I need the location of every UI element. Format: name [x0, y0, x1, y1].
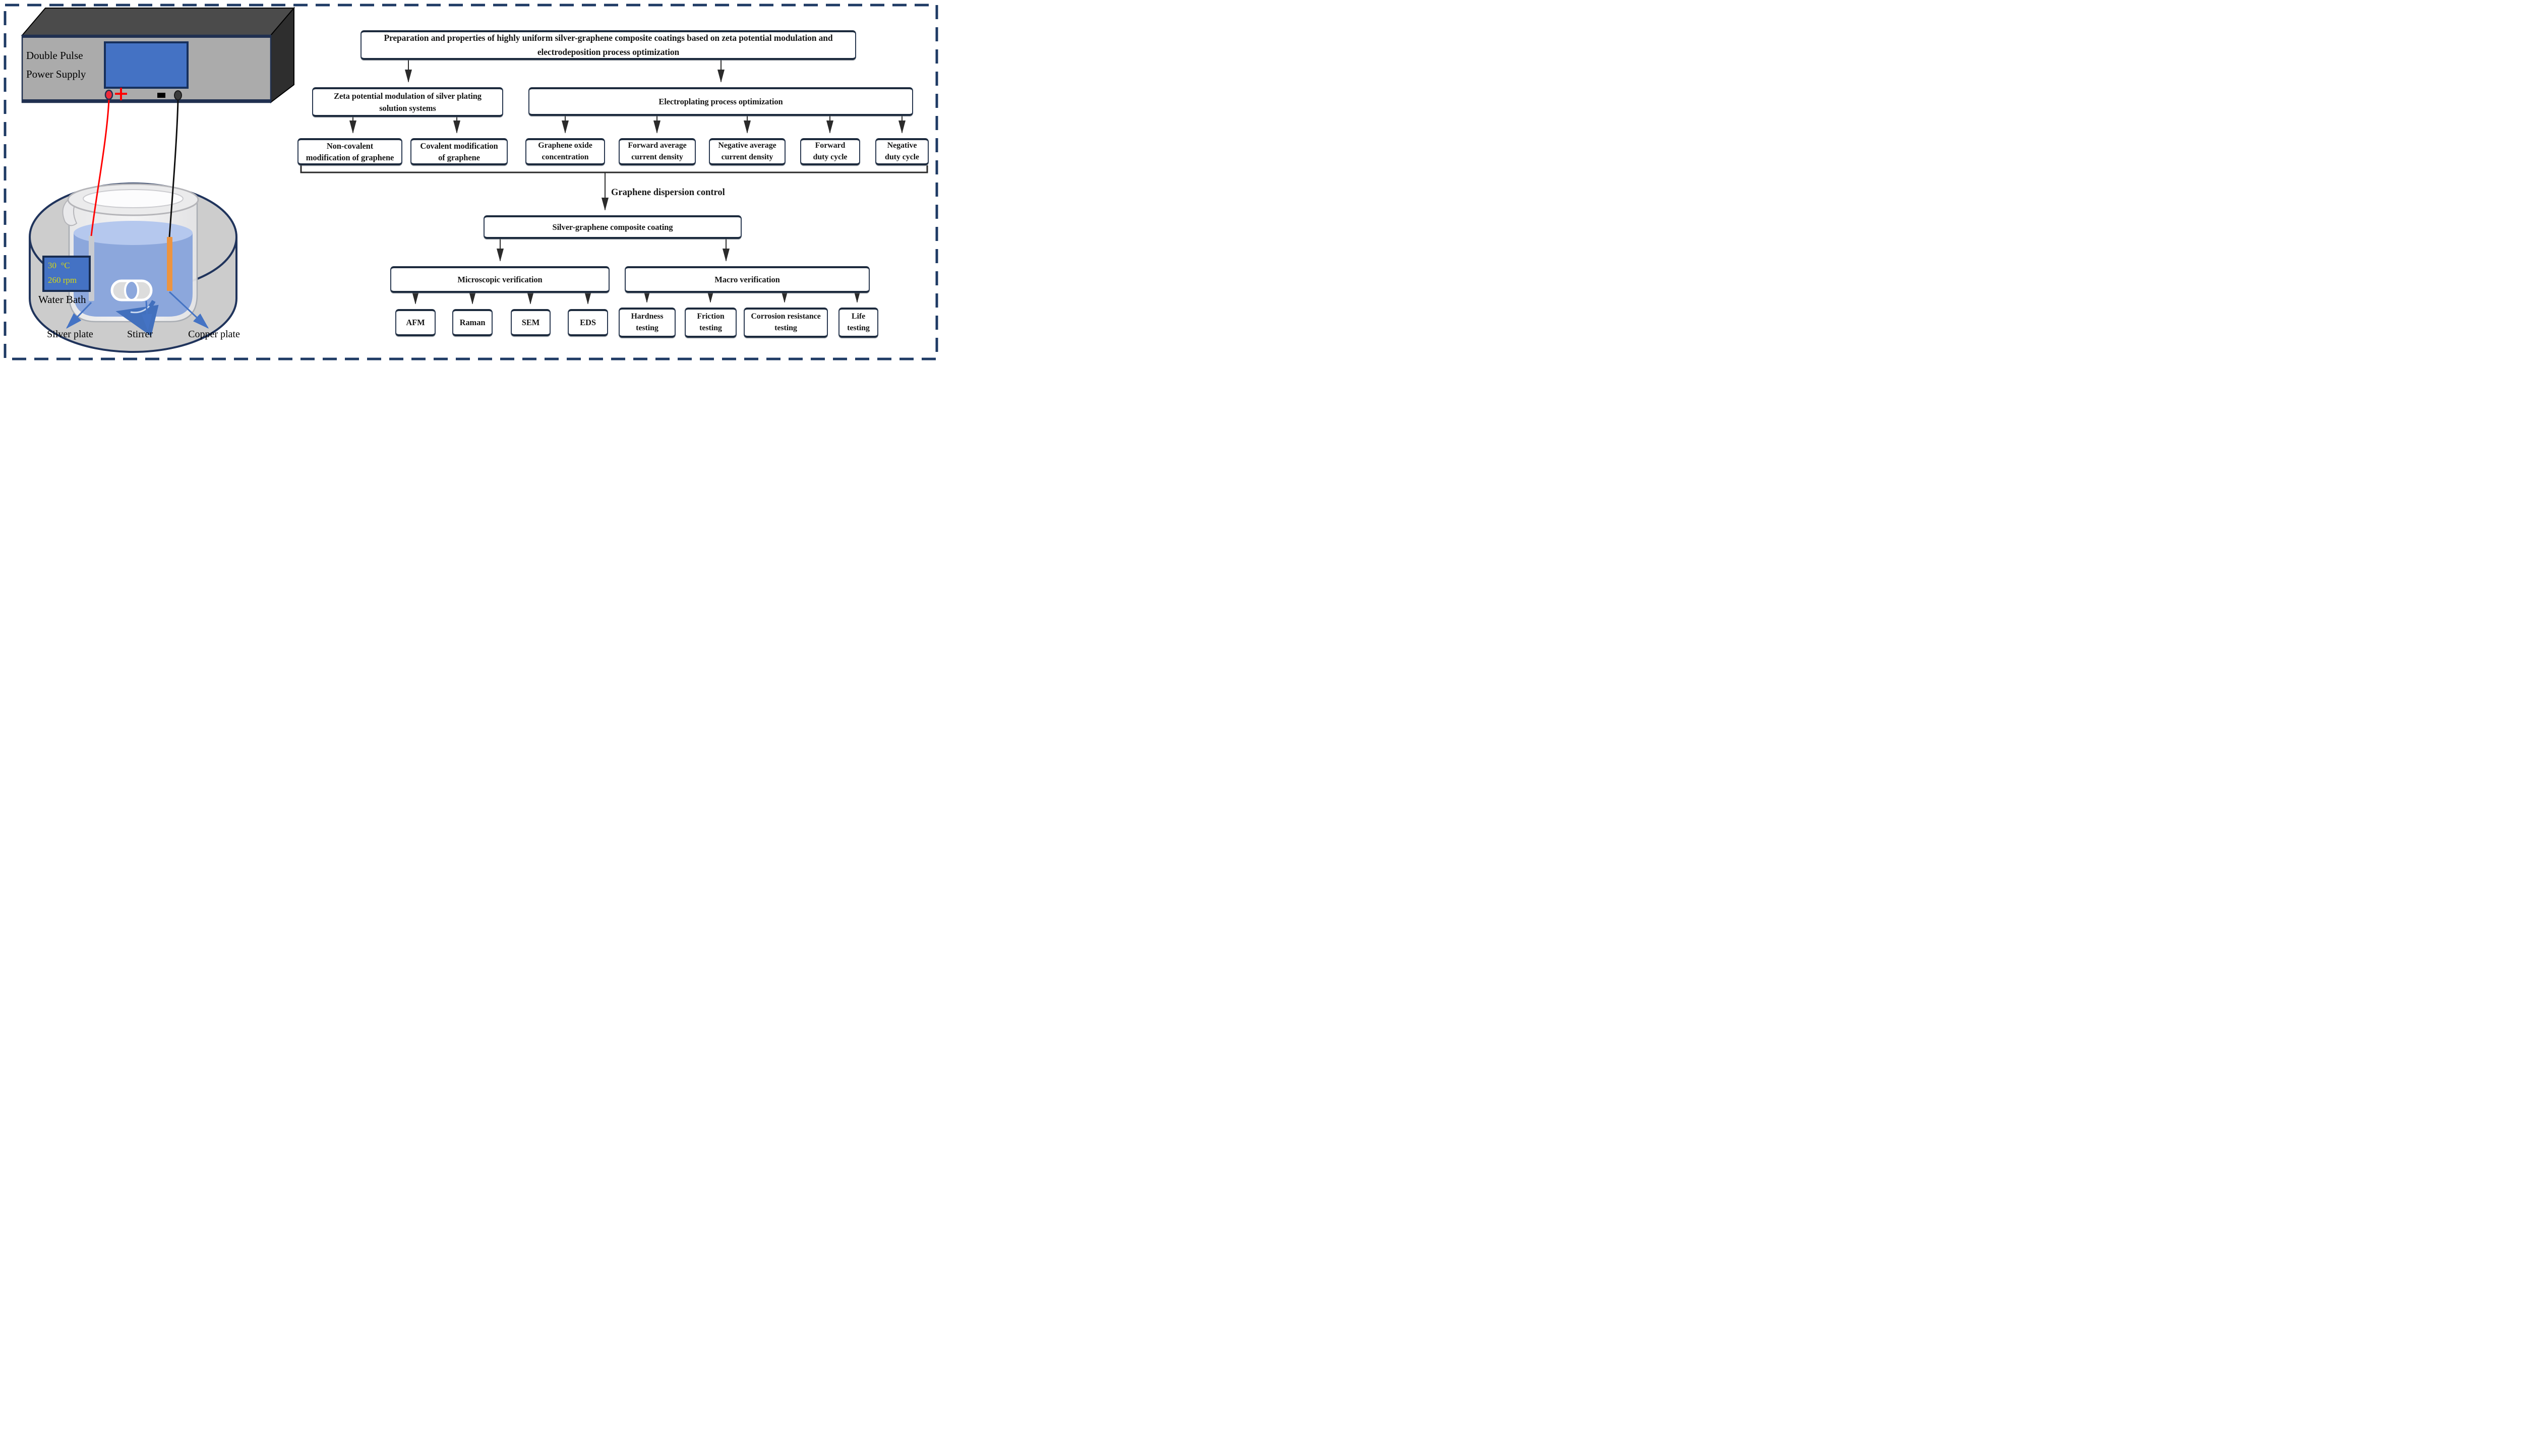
negative-wire	[168, 100, 179, 237]
stirrer-label: Stirrer	[127, 329, 153, 340]
zeta-modulation-box: Zeta potential modulation of silver plat…	[312, 87, 503, 117]
forward-duty-cycle-box: Forward duty cycle	[800, 138, 860, 165]
flowchart-title-box: Preparation and properties of highly uni…	[361, 30, 856, 60]
stir-rotation-arrow-icon	[115, 299, 159, 336]
graphene-dispersion-label: Graphene dispersion control	[611, 188, 725, 198]
stirrer	[110, 279, 153, 301]
non-covalent-box: Non-covalent modification of graphene	[297, 138, 402, 165]
power-supply-label-line1: Double Pulse	[26, 49, 83, 62]
power-supply-screen	[104, 41, 189, 89]
bath-display: 30 °C 260 rpm	[42, 256, 91, 292]
outer-dashed-border	[4, 4, 938, 360]
beaker-rim-opening	[83, 189, 184, 208]
beaker	[62, 183, 199, 323]
positive-wire	[90, 99, 110, 236]
negative-terminal	[174, 90, 182, 100]
figure-canvas: Double Pulse Power Supply 30 °C 260 rpm …	[0, 0, 942, 364]
flowchart-connectors	[300, 60, 928, 305]
copper-plate-pointer-arrow	[168, 291, 209, 329]
bath-temperature-readout: 30 °C	[48, 261, 70, 270]
water-bath-label: Water Bath	[38, 293, 86, 306]
power-supply-front-top-edge	[22, 35, 271, 38]
copper-plate	[167, 237, 172, 291]
microscopic-verification-box: Microscopic verification	[390, 266, 610, 293]
graphene-oxide-concentration-box: Graphene oxide concentration	[525, 138, 605, 165]
sem-box: SEM	[511, 309, 551, 336]
silver-plate-pointer-arrow	[66, 301, 92, 329]
electroplating-optimization-box: Electroplating process optimization	[528, 87, 913, 116]
bath-speed-readout: 260 rpm	[48, 275, 77, 285]
diagram-graphics	[4, 4, 938, 360]
friction-testing-box: Friction testing	[685, 308, 737, 338]
copper-plate-label: Copper plate	[188, 329, 240, 340]
power-supply-label-line2: Power Supply	[26, 68, 86, 80]
negative-current-density-box: Negative average current density	[709, 138, 786, 165]
power-supply	[21, 7, 295, 104]
covalent-box: Covalent modification of graphene	[410, 138, 508, 165]
corrosion-testing-box: Corrosion resistance testing	[744, 308, 828, 338]
power-supply-front-bottom-edge	[22, 99, 271, 102]
forward-current-density-box: Forward average current density	[619, 138, 696, 165]
dispersion-bus-line	[300, 165, 928, 173]
raman-box: Raman	[452, 309, 493, 336]
pointer-arrows	[66, 291, 209, 331]
solution-surface	[74, 221, 193, 245]
stirrer-pointer-arrow	[141, 300, 152, 331]
power-supply-label: Double Pulse Power Supply	[26, 46, 103, 84]
plus-sign	[115, 88, 127, 100]
hardness-testing-box: Hardness testing	[619, 308, 676, 338]
macro-verification-box: Macro verification	[625, 266, 870, 293]
minus-sign	[157, 93, 165, 98]
silver-plate-label: Silver plate	[47, 329, 93, 340]
negative-duty-cycle-box: Negative duty cycle	[875, 138, 929, 165]
afm-box: AFM	[395, 309, 436, 336]
eds-box: EDS	[568, 309, 608, 336]
life-testing-box: Life testing	[838, 308, 878, 338]
power-supply-top-face	[21, 8, 295, 36]
composite-coating-box: Silver-graphene composite coating	[484, 215, 742, 239]
positive-terminal	[104, 89, 113, 100]
plating-solution	[74, 233, 193, 317]
